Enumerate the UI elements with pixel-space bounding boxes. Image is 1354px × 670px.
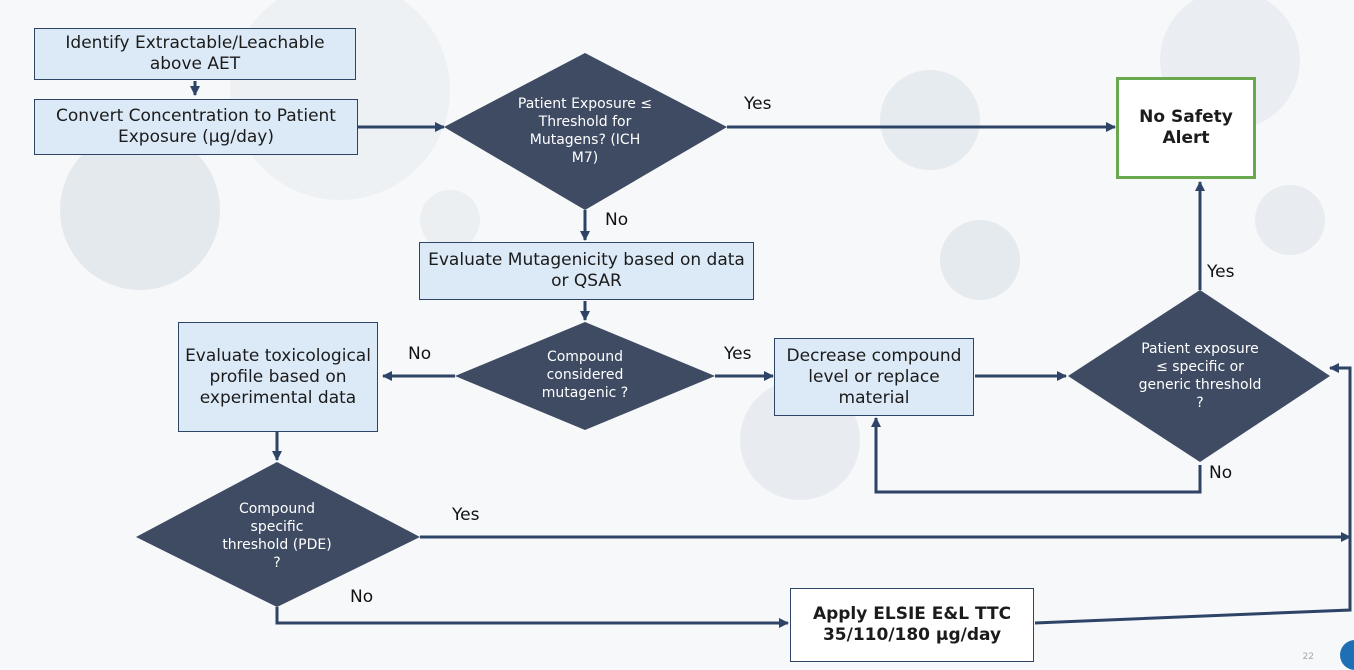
label-yes-threshold: Yes [1207, 262, 1235, 282]
apply-ttc-text: Apply ELSIE E&L TTC 35/110/180 µg/day [812, 604, 1012, 645]
exposure-mutagens-text: Patient Exposure ≤ Threshold for Mutagen… [517, 96, 653, 166]
diamond-exposure-mutagens [444, 53, 727, 210]
label-yes-exposure: Yes [744, 94, 772, 114]
label-no-mutagenic: No [408, 344, 432, 364]
mutagenic-text: Compound considered mutagenic ? [541, 349, 629, 401]
diamond-pde [136, 462, 420, 607]
apply-ttc-box: Apply ELSIE E&L TTC 35/110/180 µg/day [790, 588, 1034, 662]
identify-box: Identify Extractable/Leachable above AET [34, 28, 356, 80]
pde-text: Compound specific threshold (PDE) ? [222, 501, 332, 571]
diamond-threshold [1068, 290, 1330, 462]
convert-box: Convert Concentration to Patient Exposur… [34, 99, 358, 155]
label-no-exposure: No [605, 210, 629, 230]
corner-badge-icon [1340, 640, 1354, 670]
evaluate-mutagenicity-text: Evaluate Mutagenicity based on data or Q… [428, 250, 745, 291]
label-no-threshold: No [1209, 463, 1233, 483]
page-number: 22 [1302, 652, 1314, 662]
evaluate-tox-text: Evaluate toxicological profile based on … [185, 345, 371, 408]
evaluate-tox-box: Evaluate toxicological profile based on … [178, 322, 378, 432]
label-yes-pde: Yes [452, 505, 480, 525]
label-yes-mutagenic: Yes [724, 344, 752, 364]
convert-text: Convert Concentration to Patient Exposur… [56, 106, 336, 147]
no-safety-alert-box: No Safety Alert [1116, 77, 1256, 179]
no-safety-alert-text: No Safety Alert [1139, 107, 1233, 148]
diamond-mutagenic [455, 322, 715, 430]
threshold-text: Patient exposure ≤ specific or generic t… [1138, 341, 1262, 411]
label-no-pde: No [350, 587, 374, 607]
decrease-box: Decrease compound level or replace mater… [774, 338, 974, 416]
identify-text: Identify Extractable/Leachable above AET [65, 33, 325, 74]
evaluate-mutagenicity-box: Evaluate Mutagenicity based on data or Q… [419, 242, 754, 300]
decrease-text: Decrease compound level or replace mater… [786, 345, 962, 408]
